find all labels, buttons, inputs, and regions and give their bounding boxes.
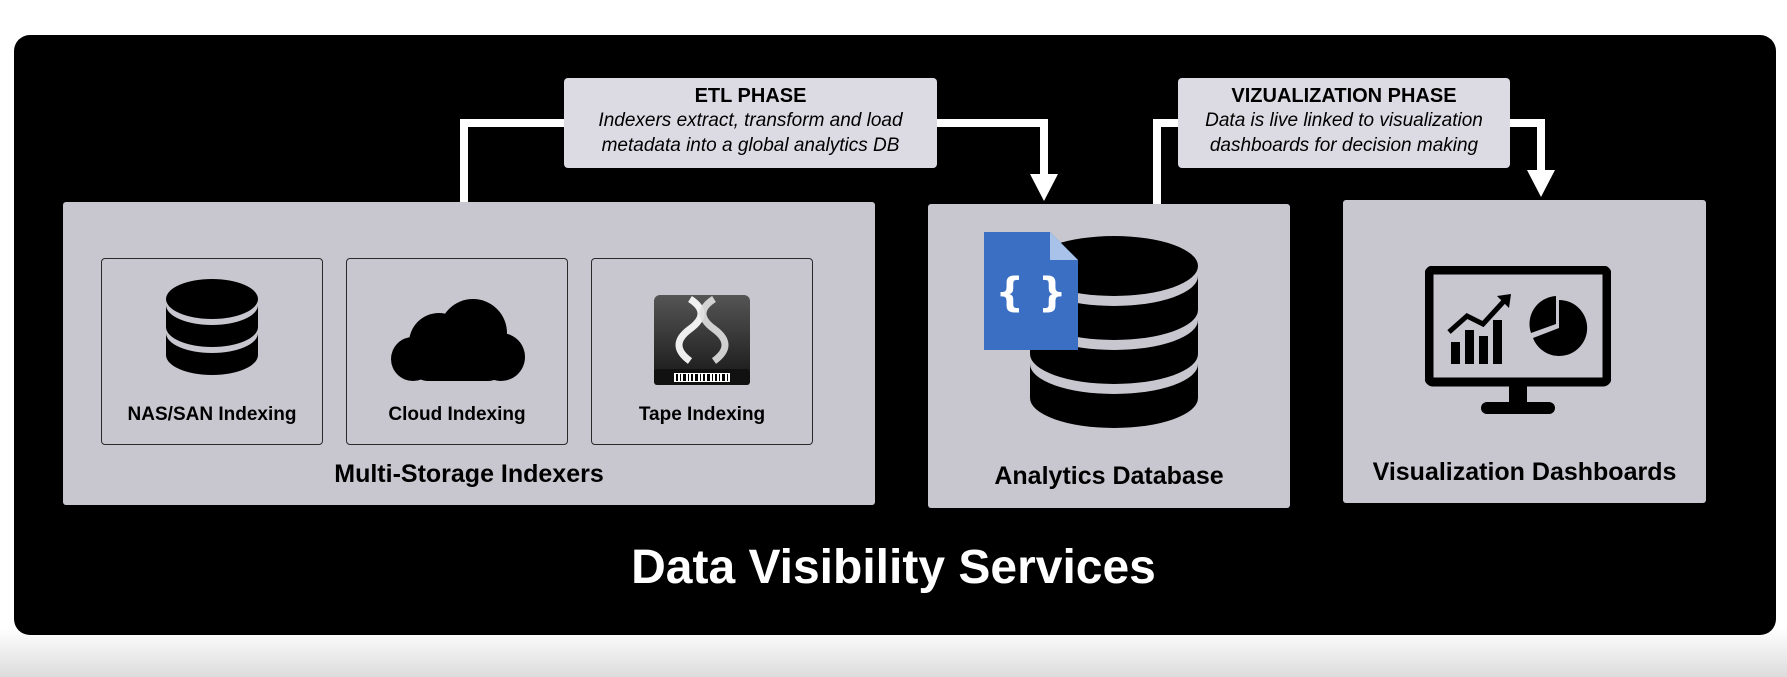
- tape-drive-icon: [654, 295, 750, 385]
- database-icon: [166, 279, 258, 375]
- multi-storage-indexers-label: Multi-Storage Indexers: [334, 460, 604, 488]
- viz-arrow-head: [1527, 170, 1555, 197]
- tape-indexing-label: Tape Indexing: [638, 404, 766, 425]
- nas-san-indexing-card: NAS/SAN Indexing: [101, 258, 323, 445]
- analytics-database-box: { } Analytics Database: [928, 204, 1290, 508]
- etl-phase-title: ETL PHASE: [694, 85, 807, 107]
- diagram-title: Data Visibility Services: [631, 541, 1156, 594]
- etl-phase-callout: ETL PHASE Indexers extract, transform an…: [564, 78, 937, 168]
- visualization-dashboards-box: Visualization Dashboards: [1343, 200, 1706, 503]
- json-file-icon: [984, 232, 1078, 350]
- cloud-indexing-card: Cloud Indexing: [346, 258, 568, 445]
- dashboard-monitor-icon: [1425, 266, 1611, 414]
- multi-storage-indexers-box: NAS/SAN Indexing Cloud Indexing: [63, 202, 875, 505]
- json-braces-glyph: { }: [995, 270, 1067, 316]
- etl-phase-line1: Indexers extract, transform and load: [598, 110, 903, 131]
- analytics-database-label: Analytics Database: [994, 462, 1224, 490]
- viz-phase-line1: Data is live linked to visualization: [1205, 110, 1483, 131]
- visualization-dashboards-label: Visualization Dashboards: [1372, 458, 1677, 486]
- viz-phase-line2: dashboards for decision making: [1209, 135, 1479, 156]
- nas-san-indexing-label: NAS/SAN Indexing: [127, 404, 297, 425]
- tape-indexing-card: Tape Indexing: [591, 258, 813, 445]
- viz-phase-callout: VIZUALIZATION PHASE Data is live linked …: [1178, 78, 1510, 168]
- etl-phase-line2: metadata into a global analytics DB: [601, 135, 900, 156]
- etl-arrow-head: [1030, 174, 1058, 201]
- viz-phase-title: VIZUALIZATION PHASE: [1231, 85, 1457, 107]
- cloud-icon: [391, 299, 525, 381]
- cloud-indexing-label: Cloud Indexing: [388, 404, 526, 425]
